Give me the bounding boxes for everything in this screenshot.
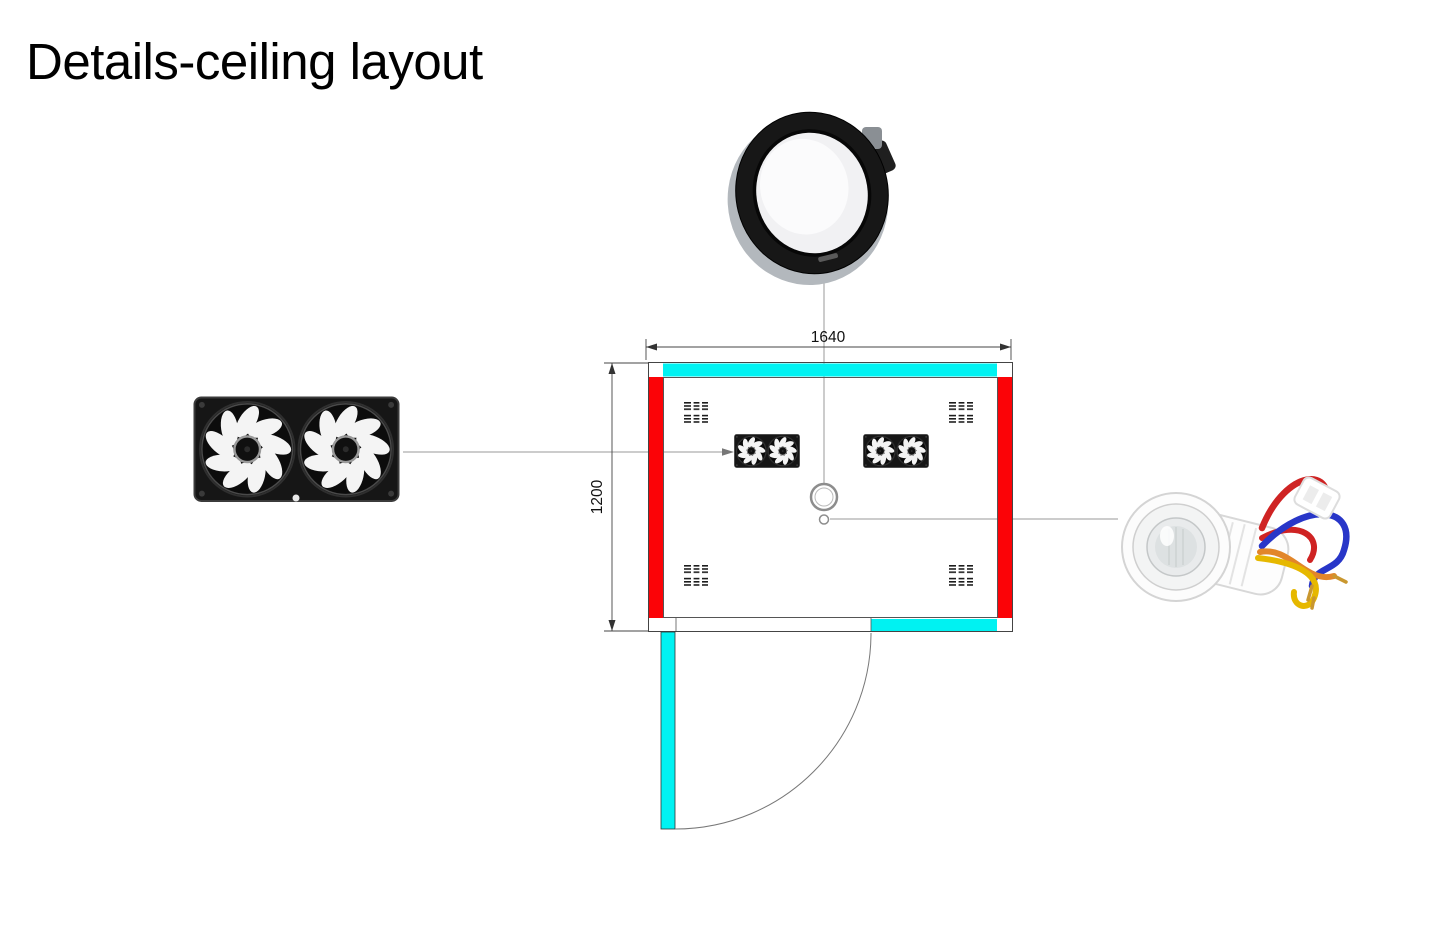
downlight-symbol-inner [814, 487, 834, 507]
wire-tip-copper-3 [1310, 596, 1316, 610]
height-dimension-label: 1200 [589, 479, 606, 514]
leader-lines [403, 283, 1118, 520]
fan-symbol-left [734, 435, 799, 468]
dim-arrow-bottom [608, 620, 616, 631]
ceiling-inner-outline [663, 377, 998, 618]
fan-symbol-right [863, 435, 928, 468]
wall-highlight-right [998, 377, 1012, 618]
width-dimension-label: 1640 [811, 329, 846, 346]
dim-arrow-top [608, 363, 616, 374]
door-leaf [660, 631, 676, 830]
downlight-product-image [727, 111, 896, 286]
vent-symbol-top-right [949, 402, 973, 424]
sensor-symbol [818, 514, 830, 525]
wall-highlight-left [649, 377, 663, 618]
door-swing-arc [674, 632, 872, 830]
vent-symbol-top-left [684, 402, 708, 424]
downlight-trim-ring-edge [735, 111, 889, 275]
dim-arrow-right [1000, 343, 1011, 351]
sensor-wires [1255, 476, 1350, 610]
sensor-connector [1293, 476, 1341, 520]
downlight-logo-mark [818, 253, 838, 262]
wire-blue [1258, 510, 1350, 590]
dim-arrow-left [646, 343, 657, 351]
room-outer-wall [648, 362, 1013, 632]
wire-tip-copper-1 [1306, 584, 1314, 602]
fan-leader-arrowhead [722, 448, 734, 456]
dual-fan-unit [194, 398, 398, 502]
sensor-face [1121, 492, 1231, 602]
exhaust-fan-product-image [194, 398, 398, 502]
pir-sensor-product-image [1121, 476, 1350, 610]
page-title: Details-ceiling layout [26, 33, 483, 90]
fan-frame-dot [292, 494, 300, 502]
downlight-lens-highlight [759, 138, 849, 235]
wire-tip-copper-2 [1332, 574, 1348, 584]
led-strip-top [663, 363, 997, 377]
sensor-lens-highlight [1160, 526, 1174, 546]
vent-symbol-bottom-right [949, 565, 973, 587]
dimension-height [604, 362, 648, 632]
room-plan [648, 362, 1013, 830]
vent-symbol-bottom-left [684, 565, 708, 587]
dimension-width [645, 339, 1012, 360]
led-strip-bottom-right [871, 619, 997, 631]
